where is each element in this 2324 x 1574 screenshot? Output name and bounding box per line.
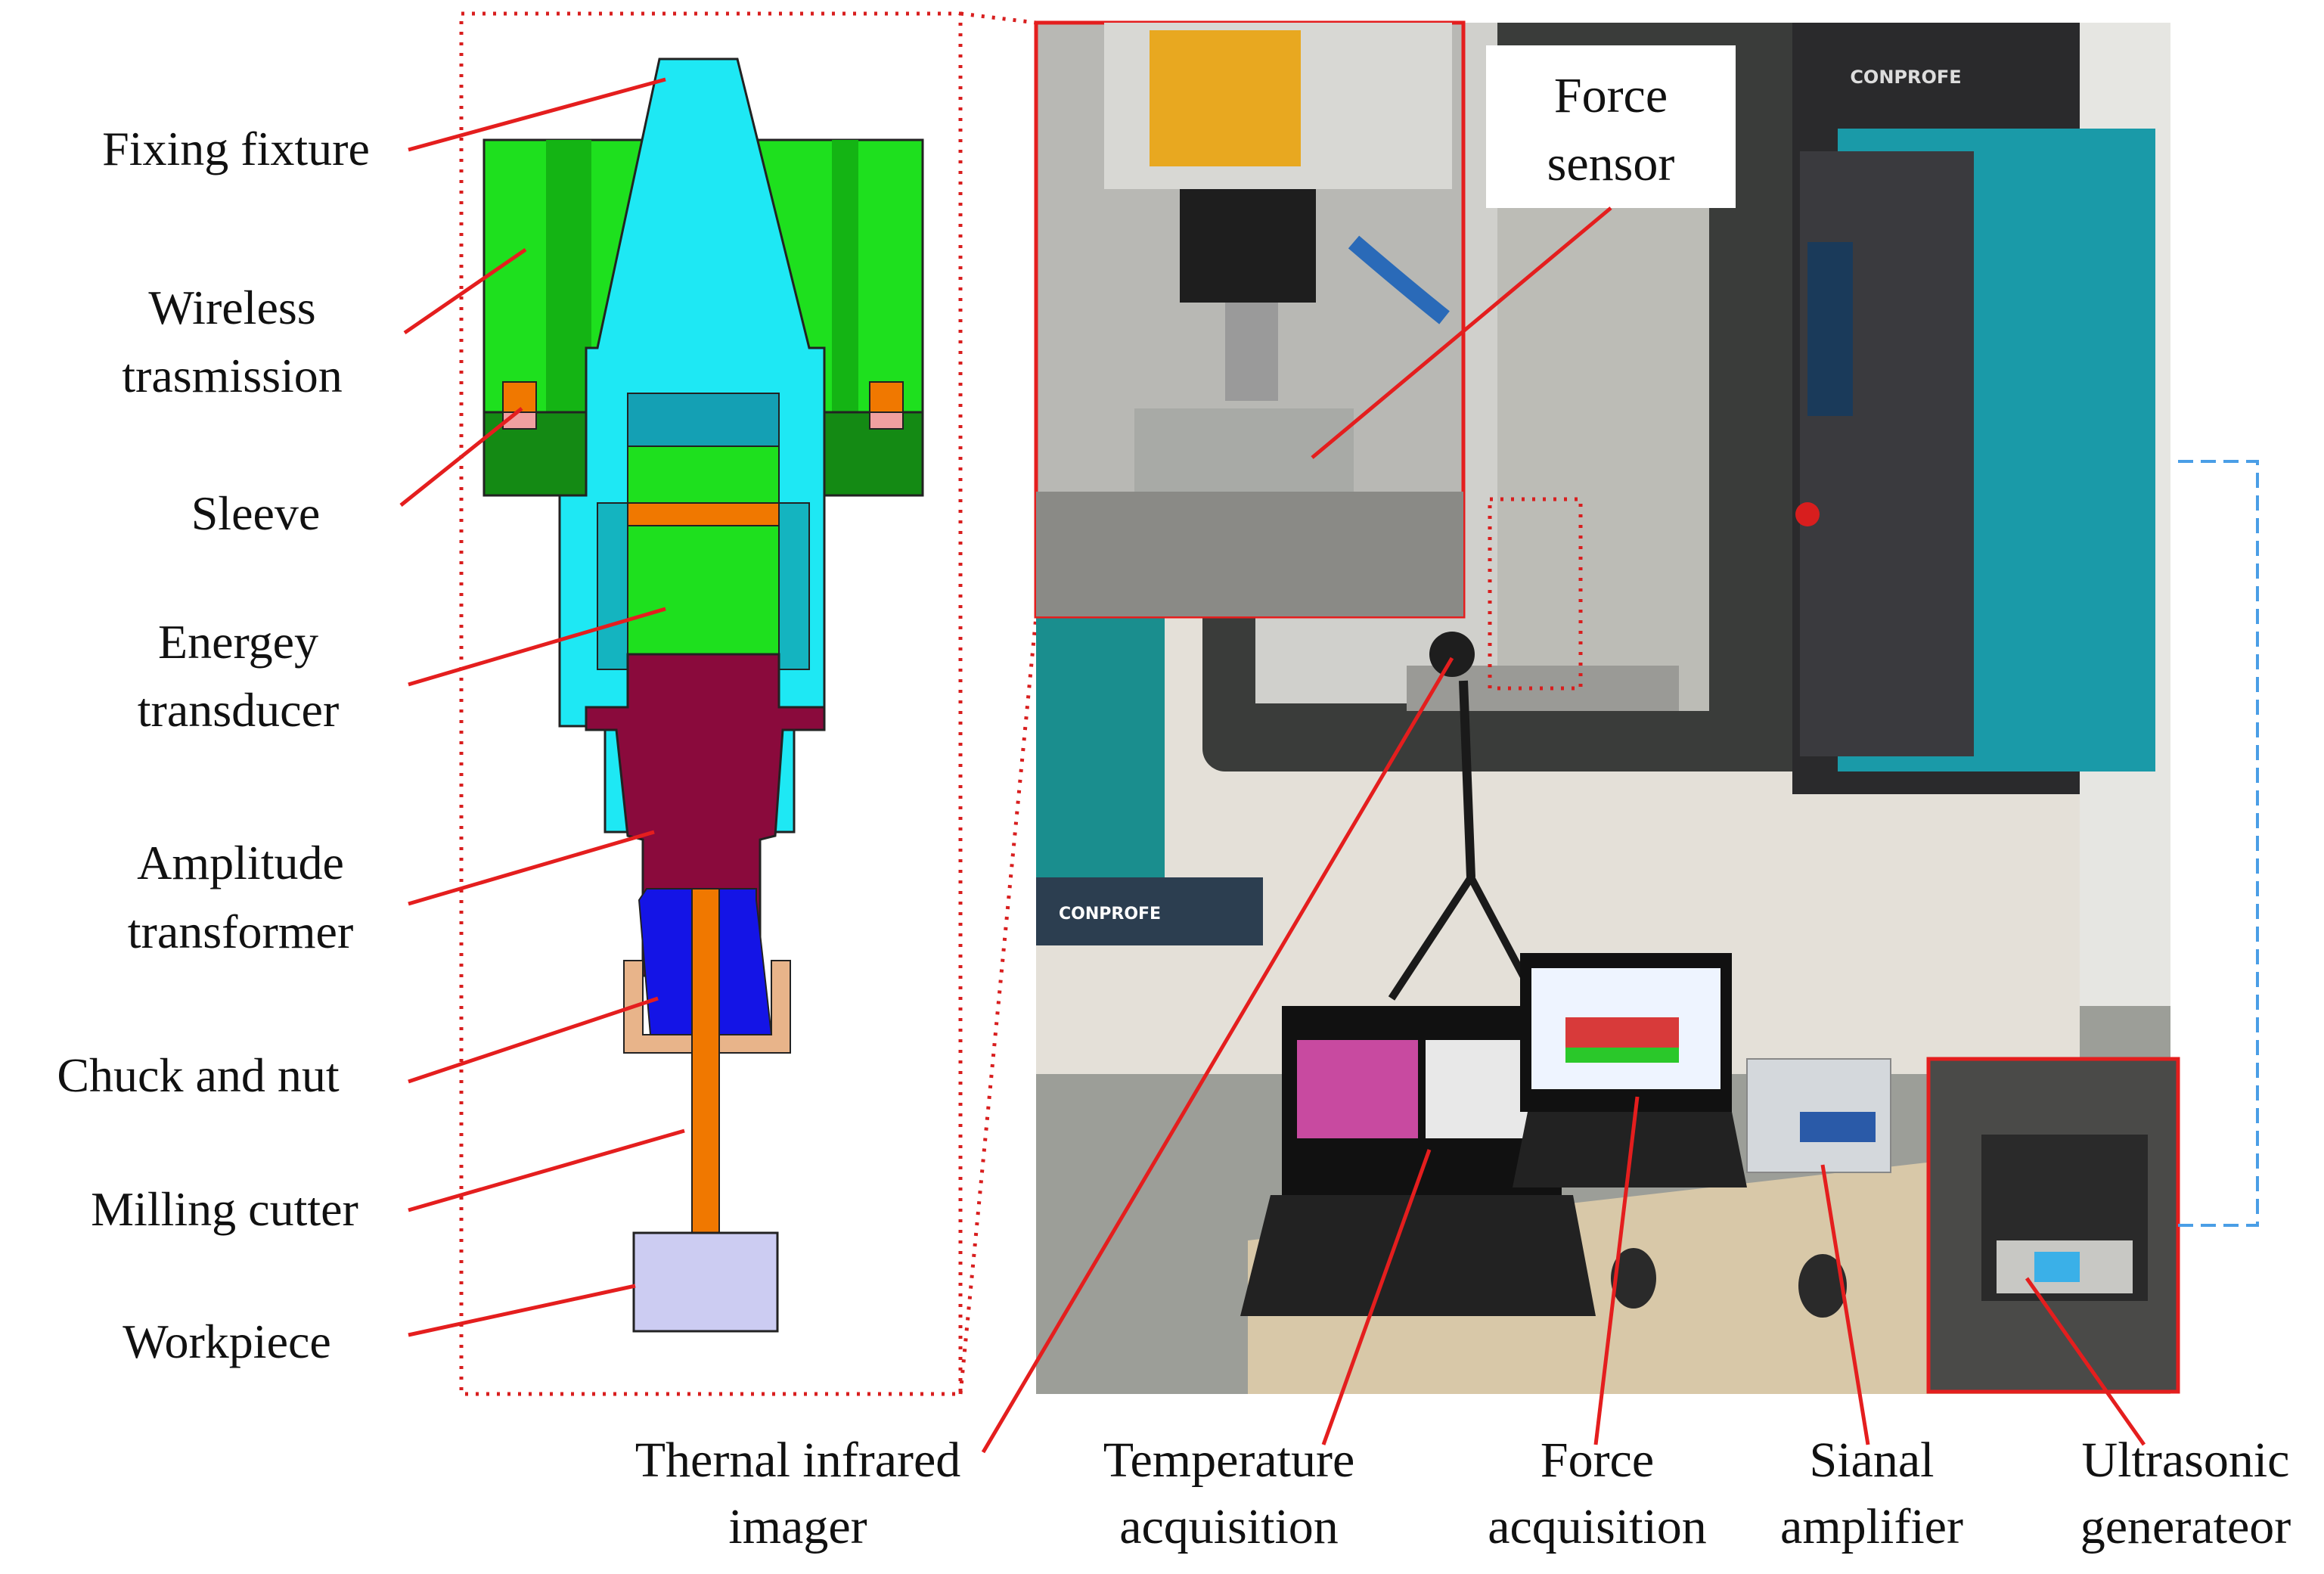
photo-bottom-labels: Thernal infrared imager Temperature acqu… xyxy=(635,1433,2291,1554)
label-temperature-line1: Temperature xyxy=(1103,1433,1355,1488)
label-chuck-and-nut: Chuck and nut xyxy=(57,1048,340,1102)
label-amplitude-line2: transformer xyxy=(128,905,354,958)
label-force-acq-line1: Force xyxy=(1541,1433,1654,1488)
sleeve-right-lower xyxy=(869,411,904,430)
label-ultrasonic-line2: generateor xyxy=(2080,1499,2291,1554)
fixture-inner-shade-right xyxy=(778,502,810,670)
photo-leader-lines xyxy=(981,206,2146,1454)
label-milling-cutter: Milling cutter xyxy=(91,1182,358,1236)
label-fixing-fixture: Fixing fixture xyxy=(102,122,370,175)
label-thermal-line2: imager xyxy=(728,1499,867,1554)
label-transducer-line1: Energey xyxy=(158,615,318,669)
tool-labels: Fixing fixture Wireless trasmission Slee… xyxy=(57,122,370,1368)
sleeve-left xyxy=(502,381,537,413)
zoom-connector-bottom xyxy=(958,616,1038,1395)
thermal-image-view xyxy=(1297,1040,1418,1138)
label-amplitude-line1: Amplitude xyxy=(137,836,344,889)
label-force-sensor-line1: Force xyxy=(1554,68,1668,123)
fixture-inner-shade xyxy=(597,502,628,670)
label-signal-line2: amplifier xyxy=(1780,1499,1963,1554)
label-force-sensor-line2: sensor xyxy=(1547,136,1675,191)
machine-brand-top: CONPROFE xyxy=(1850,67,1961,88)
mouse-left xyxy=(1611,1248,1656,1309)
machine-left-teal-panel xyxy=(1036,616,1165,904)
generator-link-line xyxy=(2178,460,2259,1227)
inset-fixture-plate xyxy=(1134,408,1354,492)
sleeve-right xyxy=(869,381,904,413)
label-wireless-line2: trasmission xyxy=(122,349,343,402)
label-thermal-line1: Thernal infrared xyxy=(635,1433,961,1488)
inset-axis-sign xyxy=(1150,30,1301,166)
spindle-zoom-marker xyxy=(1488,497,1583,691)
label-transducer-line2: transducer xyxy=(138,683,340,737)
label-workpiece: Workpiece xyxy=(123,1315,331,1368)
schematic-dotted-frame xyxy=(459,11,963,1396)
force-plot-signal xyxy=(1565,1017,1679,1048)
inset-spindle-body xyxy=(1180,189,1316,303)
housing-shade-right xyxy=(832,140,858,412)
machine-brand-front: CONPROFE xyxy=(1059,905,1161,924)
zoom-connector-top xyxy=(960,11,1037,25)
milling-cutter xyxy=(691,888,720,1253)
laptop-temperature-keyboard xyxy=(1240,1195,1596,1316)
machine-setup-photo: CONPROFE CONPROFE xyxy=(1034,20,2259,1394)
mouse-right xyxy=(1798,1254,1847,1318)
machine-left-lower-panel xyxy=(1036,877,1263,945)
tripod-leg-left xyxy=(1388,875,1475,1001)
energy-transducer xyxy=(627,446,780,655)
inset-coolant-hose xyxy=(1348,235,1450,324)
workpiece xyxy=(632,1231,779,1333)
housing-shade-left xyxy=(546,140,591,412)
force-plot-signal-base xyxy=(1565,1048,1679,1063)
fixture-cavity-top xyxy=(627,393,780,447)
tool-holder-schematic xyxy=(459,11,963,1396)
thermal-camera xyxy=(1429,632,1475,677)
label-ultrasonic-line1: Ultrasonic xyxy=(2082,1433,2290,1488)
label-force-acq-line2: acquisition xyxy=(1488,1499,1707,1554)
tripod-pole xyxy=(1459,680,1475,878)
label-signal-line1: Sianal xyxy=(1810,1433,1935,1488)
machine-inner-wall xyxy=(1497,136,1709,711)
tool-leader-lines xyxy=(399,77,685,1337)
generator-display xyxy=(2034,1252,2080,1282)
amplifier-connectors xyxy=(1800,1112,1876,1142)
label-sleeve: Sleeve xyxy=(191,486,321,540)
inset-spindle-nose xyxy=(1225,303,1278,401)
collet-nut xyxy=(623,960,791,1054)
transducer-disc xyxy=(627,502,780,526)
label-temperature-line2: acquisition xyxy=(1119,1499,1339,1554)
inset-table xyxy=(1036,492,1463,616)
control-panel-screen xyxy=(1807,242,1853,416)
force-sensor-label-box xyxy=(1486,45,1736,208)
emergency-stop xyxy=(1795,502,1820,526)
label-wireless-line1: Wireless xyxy=(148,281,315,334)
